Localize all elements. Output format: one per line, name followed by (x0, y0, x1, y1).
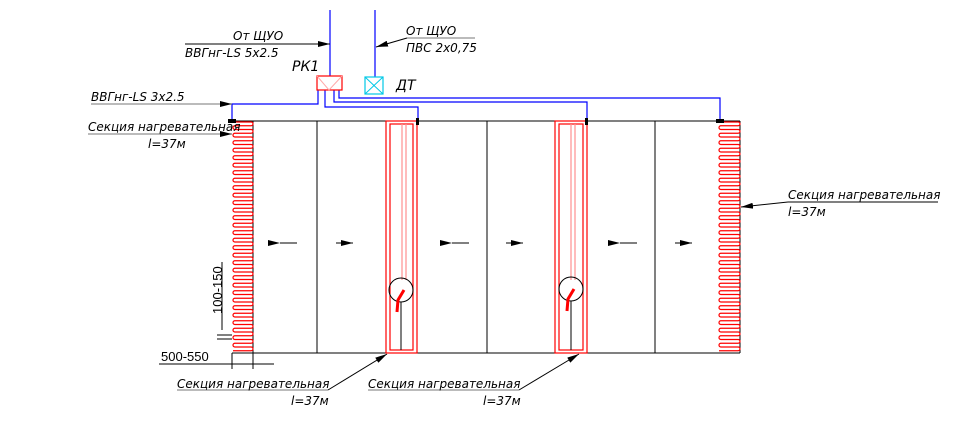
section-door1-length: l=37м (291, 394, 329, 408)
heating-loop-door-2 (554, 120, 588, 354)
feed-sensor-cable: ПВС 2x0,75 (406, 41, 477, 55)
feed-main-from: От ЩУО (233, 29, 283, 43)
gate-outline (232, 120, 741, 354)
section-door2-title: Секция нагревательная (368, 377, 520, 391)
leader-lines (88, 37, 938, 391)
section-door1-title: Секция нагревательная (177, 377, 329, 391)
junction-box-rk1 (316, 75, 343, 91)
section-cable: ВВГнг-LS 3x2.5 (91, 90, 185, 104)
sensor-dt-label: ДТ (395, 78, 417, 94)
temperature-sensor-dt (364, 76, 384, 95)
wiring (228, 10, 724, 125)
section-left-title: Секция нагревательная (88, 120, 240, 134)
feed-sensor-from: От ЩУО (406, 24, 456, 38)
dim-pitch: 100-150 (210, 266, 225, 314)
heating-coil-right (718, 121, 741, 352)
section-right-length: l=37м (788, 205, 826, 219)
section-right-title: Секция нагревательная (788, 188, 940, 202)
heating-cable (718, 121, 741, 352)
heating-loop-door-1 (385, 120, 418, 354)
sensor-circle (558, 276, 584, 302)
dim-width: 500-550 (161, 349, 209, 364)
heating-cable (232, 121, 254, 352)
section-left-length: l=37м (148, 137, 186, 151)
dimensions: 100-150 500-550 (159, 262, 274, 369)
sensor-circle (388, 277, 414, 303)
heating-coil-left (232, 121, 254, 352)
box-rk1-label: РК1 (292, 59, 319, 75)
feed-main-cable: ВВГнг-LS 5x2.5 (185, 46, 279, 60)
section-door2-length: l=37м (483, 394, 521, 408)
